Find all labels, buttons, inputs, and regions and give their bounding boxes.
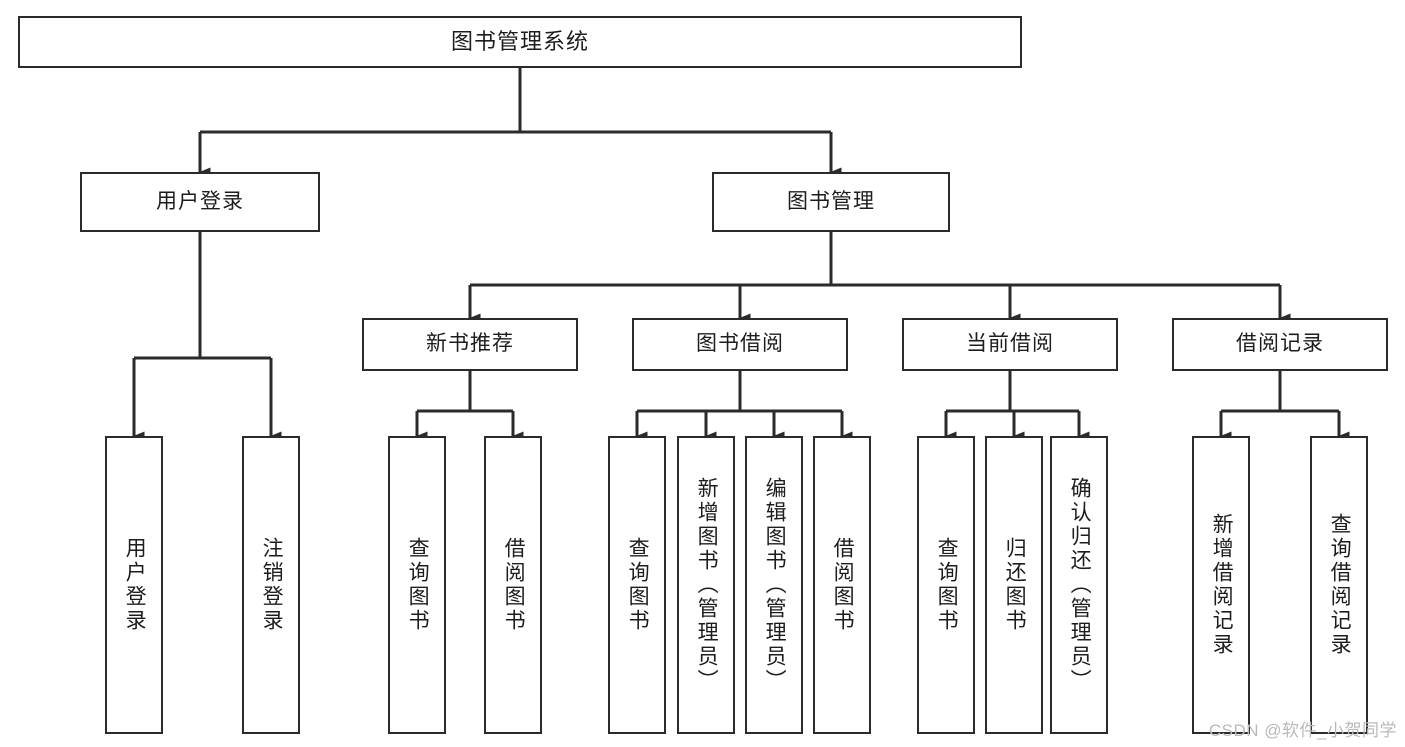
node-label: 用户登录 (156, 189, 244, 213)
node-label: 图书借阅 (696, 332, 784, 356)
node-leaf-query-record[interactable]: 查询借阅记录 (1310, 436, 1368, 734)
node-label: 查询图书 (626, 537, 650, 633)
node-leaf-user-login[interactable]: 用户登录 (105, 436, 163, 734)
node-label: 注销登录 (260, 537, 284, 633)
node-leaf-query-book-2[interactable]: 查询图书 (608, 436, 666, 734)
node-leaf-query-book-1[interactable]: 查询图书 (388, 436, 446, 734)
node-label: 借阅图书 (502, 537, 526, 633)
node-leaf-query-book-3[interactable]: 查询图书 (917, 436, 975, 734)
node-label: 新增图书（管理员） (695, 477, 719, 693)
node-label: 查询借阅记录 (1328, 513, 1352, 657)
node-leaf-user-logout[interactable]: 注销登录 (242, 436, 300, 734)
csdn-watermark: CSDN @软件_小贺同学 (1208, 721, 1397, 740)
node-leaf-borrow-book-2[interactable]: 借阅图书 (813, 436, 871, 734)
node-leaf-borrow-book-1[interactable]: 借阅图书 (484, 436, 542, 734)
node-label: 新增借阅记录 (1210, 513, 1234, 657)
node-leaf-return-book[interactable]: 归还图书 (985, 436, 1043, 734)
node-label: 归还图书 (1003, 537, 1027, 633)
node-label: 图书管理 (787, 189, 875, 213)
node-borrow-record[interactable]: 借阅记录 (1172, 318, 1388, 371)
node-label: 当前借阅 (966, 332, 1054, 356)
node-leaf-add-book[interactable]: 新增图书（管理员） (677, 436, 735, 734)
node-root[interactable]: 图书管理系统 (18, 16, 1022, 68)
node-new-book-recommend[interactable]: 新书推荐 (362, 318, 578, 371)
node-current-borrow[interactable]: 当前借阅 (902, 318, 1118, 371)
node-label: 确认归还（管理员） (1068, 477, 1092, 693)
node-label: 编辑图书（管理员） (763, 477, 787, 693)
node-book-manage[interactable]: 图书管理 (712, 172, 950, 232)
node-label: 新书推荐 (426, 332, 514, 356)
node-book-borrow[interactable]: 图书借阅 (632, 318, 848, 371)
node-label: 查询图书 (935, 537, 959, 633)
node-leaf-confirm-return[interactable]: 确认归还（管理员） (1050, 436, 1108, 734)
node-label: 借阅记录 (1236, 332, 1324, 356)
node-label: 借阅图书 (831, 537, 855, 633)
node-user-login[interactable]: 用户登录 (80, 172, 320, 232)
node-label: 查询图书 (406, 537, 430, 633)
node-label: 用户登录 (123, 537, 147, 633)
node-label: 图书管理系统 (450, 29, 589, 55)
node-leaf-edit-book[interactable]: 编辑图书（管理员） (745, 436, 803, 734)
node-leaf-add-record[interactable]: 新增借阅记录 (1192, 436, 1250, 734)
